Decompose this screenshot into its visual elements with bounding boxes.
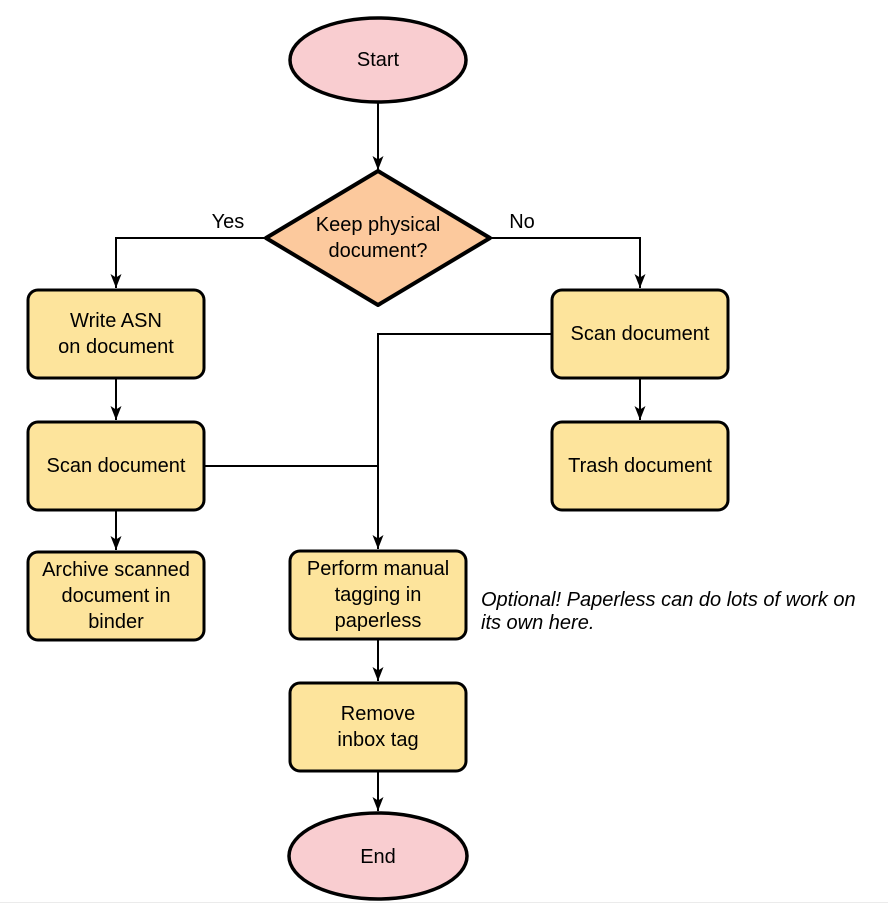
edge-decision-no-to-scan-right bbox=[490, 237, 646, 288]
trash-document-node bbox=[550, 420, 730, 512]
decision-node bbox=[264, 169, 492, 307]
edge-decision-yes-to-write-asn bbox=[110, 237, 266, 288]
scan-document-left-node bbox=[26, 420, 206, 512]
optional-note: Optional! Paperless can do lots of work … bbox=[481, 589, 856, 634]
archive-node bbox=[26, 550, 206, 642]
page-bottom-divider bbox=[0, 902, 888, 903]
edge-scan-right-to-tagging bbox=[372, 333, 552, 549]
tagging-node bbox=[288, 549, 468, 641]
remove-inbox-tag-node bbox=[288, 681, 468, 773]
scan-document-right-node bbox=[550, 288, 730, 380]
start-node bbox=[288, 16, 468, 104]
write-asn-node bbox=[26, 288, 206, 380]
end-node bbox=[287, 811, 469, 901]
